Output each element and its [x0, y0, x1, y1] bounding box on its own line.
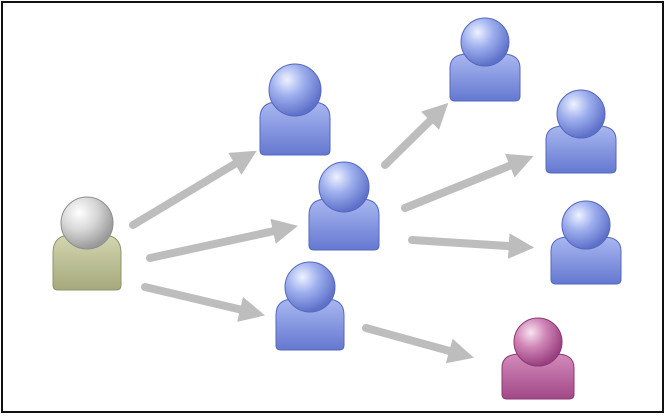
- edge-center-to-right-lower: [408, 233, 535, 259]
- edge-bottom-middle-to-bottom-right: [362, 324, 474, 364]
- edge-source-to-center: [146, 218, 299, 262]
- person-icon: [545, 89, 617, 174]
- edge-source-to-bottom-middle: [141, 283, 265, 322]
- person-icon: [275, 261, 345, 351]
- edge-source-to-top-middle: [129, 150, 257, 229]
- person-icon: [501, 317, 575, 400]
- person-icon: [308, 161, 380, 251]
- edge-center-to-right-upper: [401, 153, 534, 212]
- person-icon: [550, 200, 622, 285]
- person-icon: [259, 63, 331, 156]
- edge-center-to-top-right: [381, 102, 449, 169]
- person-icon: [449, 17, 521, 102]
- person-icon: [52, 196, 122, 291]
- edges: [129, 102, 535, 364]
